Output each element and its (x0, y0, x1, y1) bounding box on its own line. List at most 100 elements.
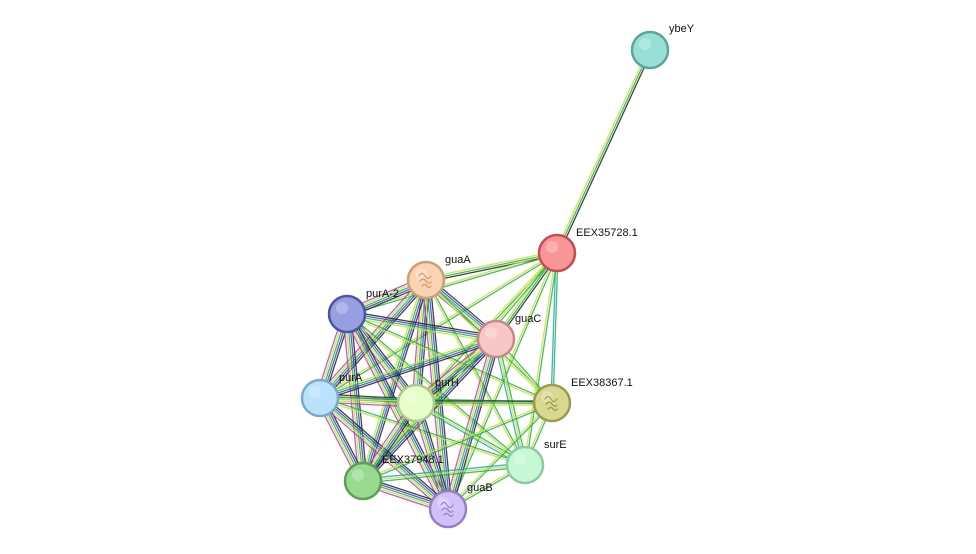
edge-channel-line (362, 464, 526, 482)
node-circle[interactable] (343, 461, 383, 501)
node-label: purH (435, 377, 459, 389)
edge-channel-line (319, 337, 496, 398)
edge-channel-line (556, 49, 651, 254)
node-circle[interactable] (396, 383, 436, 423)
edge-channel-line (424, 280, 525, 466)
node-circle[interactable] (630, 30, 670, 70)
edge-channel-line (554, 48, 649, 253)
edge-EEX35728.1-guaA (425, 250, 558, 283)
node-highlight (352, 469, 364, 481)
node-circle[interactable] (505, 445, 545, 485)
edge-channel-line (320, 339, 497, 400)
edge-guaA-purA (316, 276, 430, 402)
edge-guaA-surE (424, 279, 527, 466)
node-highlight (514, 453, 526, 465)
edge-channel-line (322, 282, 430, 402)
edge-guaC-purA (318, 335, 498, 402)
protein-structure-icon (418, 272, 432, 289)
edge-channel-line (425, 252, 558, 281)
edge-channel-line (415, 402, 526, 466)
edge-channel-line (443, 337, 493, 509)
node-label: EEX35728.1 (576, 227, 638, 239)
node-surE[interactable]: surE (505, 439, 567, 485)
edge-channel-line (449, 339, 499, 510)
node-highlight (336, 302, 348, 314)
edge-channel-line (363, 403, 553, 483)
protein-structure-icon (544, 395, 558, 412)
nodes-layer: ybeY EEX35728.1 guaA purA-2 guaC purA purH EEX3… (300, 23, 695, 529)
node-label: surE (544, 439, 567, 451)
edge-channel-line (319, 279, 427, 399)
edge-channel-line (447, 338, 497, 510)
node-highlight (546, 241, 558, 253)
edge-channel-line (446, 401, 552, 509)
edge-channel-line (347, 253, 558, 316)
protein-structure-icon (440, 501, 454, 518)
edge-channel-line (445, 338, 495, 509)
edge-channel-line (318, 335, 496, 396)
node-circle[interactable] (406, 260, 446, 300)
edge-channel-line (318, 278, 425, 398)
edge-channel-line (347, 312, 497, 339)
node-label: EEX38367.1 (571, 377, 633, 389)
edge-channel-line (451, 339, 501, 511)
node-circle[interactable] (300, 378, 340, 418)
node-label: guaC (515, 313, 541, 325)
node-highlight (309, 386, 321, 398)
node-purA-2[interactable]: purA-2 (327, 288, 399, 334)
node-EEX38367.1[interactable]: EEX38367.1 (532, 377, 633, 423)
edge-channel-line (558, 50, 653, 255)
edge-ybeY-EEX35728.1 (554, 48, 653, 255)
node-highlight (405, 391, 417, 403)
node-purH[interactable]: purH (396, 377, 459, 423)
edge-channel-line (344, 314, 447, 511)
edge-guaC-guaB (443, 337, 501, 511)
edge-channel-line (523, 252, 557, 465)
node-highlight (639, 38, 651, 50)
node-circle[interactable] (537, 233, 577, 273)
node-EEX37948.1[interactable]: EEX37948.1 (343, 454, 444, 501)
node-circle[interactable] (428, 489, 468, 529)
node-label: purA-2 (366, 288, 399, 300)
edge-EEX35728.1-surE (523, 252, 559, 466)
node-guaA[interactable]: guaA (406, 254, 471, 300)
edge-channel-line (346, 314, 496, 341)
edge-channel-line (426, 254, 558, 283)
node-ybeY[interactable]: ybeY (630, 23, 695, 70)
edges-layer (315, 48, 653, 514)
edge-purA-2-guaC (346, 310, 497, 343)
node-guaB[interactable]: guaB (428, 482, 493, 529)
edge-channel-line (350, 313, 368, 481)
edge-channel-line (416, 400, 527, 464)
node-label: EEX37948.1 (382, 454, 444, 466)
node-label: guaA (445, 254, 471, 266)
edge-surE-EEX37948.1 (362, 462, 526, 484)
node-purA[interactable]: purA (300, 372, 363, 418)
node-guaC[interactable]: guaC (476, 313, 541, 359)
edge-channel-line (552, 253, 559, 404)
node-label: purA (339, 372, 363, 384)
node-circle[interactable] (327, 294, 367, 334)
edge-EEX38367.1-EEX37948.1 (362, 401, 553, 483)
edge-channel-line (425, 250, 557, 279)
edge-channel-line (363, 466, 526, 484)
node-label: guaB (467, 482, 493, 494)
edge-channel-line (550, 252, 557, 403)
node-circle[interactable] (532, 383, 572, 423)
node-circle[interactable] (476, 319, 516, 359)
edge-channel-line (525, 253, 559, 466)
node-highlight (485, 327, 497, 339)
edge-channel-line (426, 279, 527, 465)
node-EEX35728.1[interactable]: EEX35728.1 (537, 227, 638, 273)
node-label: ybeY (669, 23, 695, 35)
edge-channel-line (320, 341, 498, 402)
edge-channel-line (342, 315, 446, 512)
edge-EEX38367.1-guaB (446, 401, 554, 511)
edge-channel-line (362, 462, 525, 480)
edge-channel-line (362, 401, 552, 481)
edge-channel-line (347, 310, 497, 337)
edge-channel-line (346, 314, 552, 405)
edge-purH-EEX38367.1 (416, 400, 552, 406)
edge-channel-line (319, 251, 557, 398)
